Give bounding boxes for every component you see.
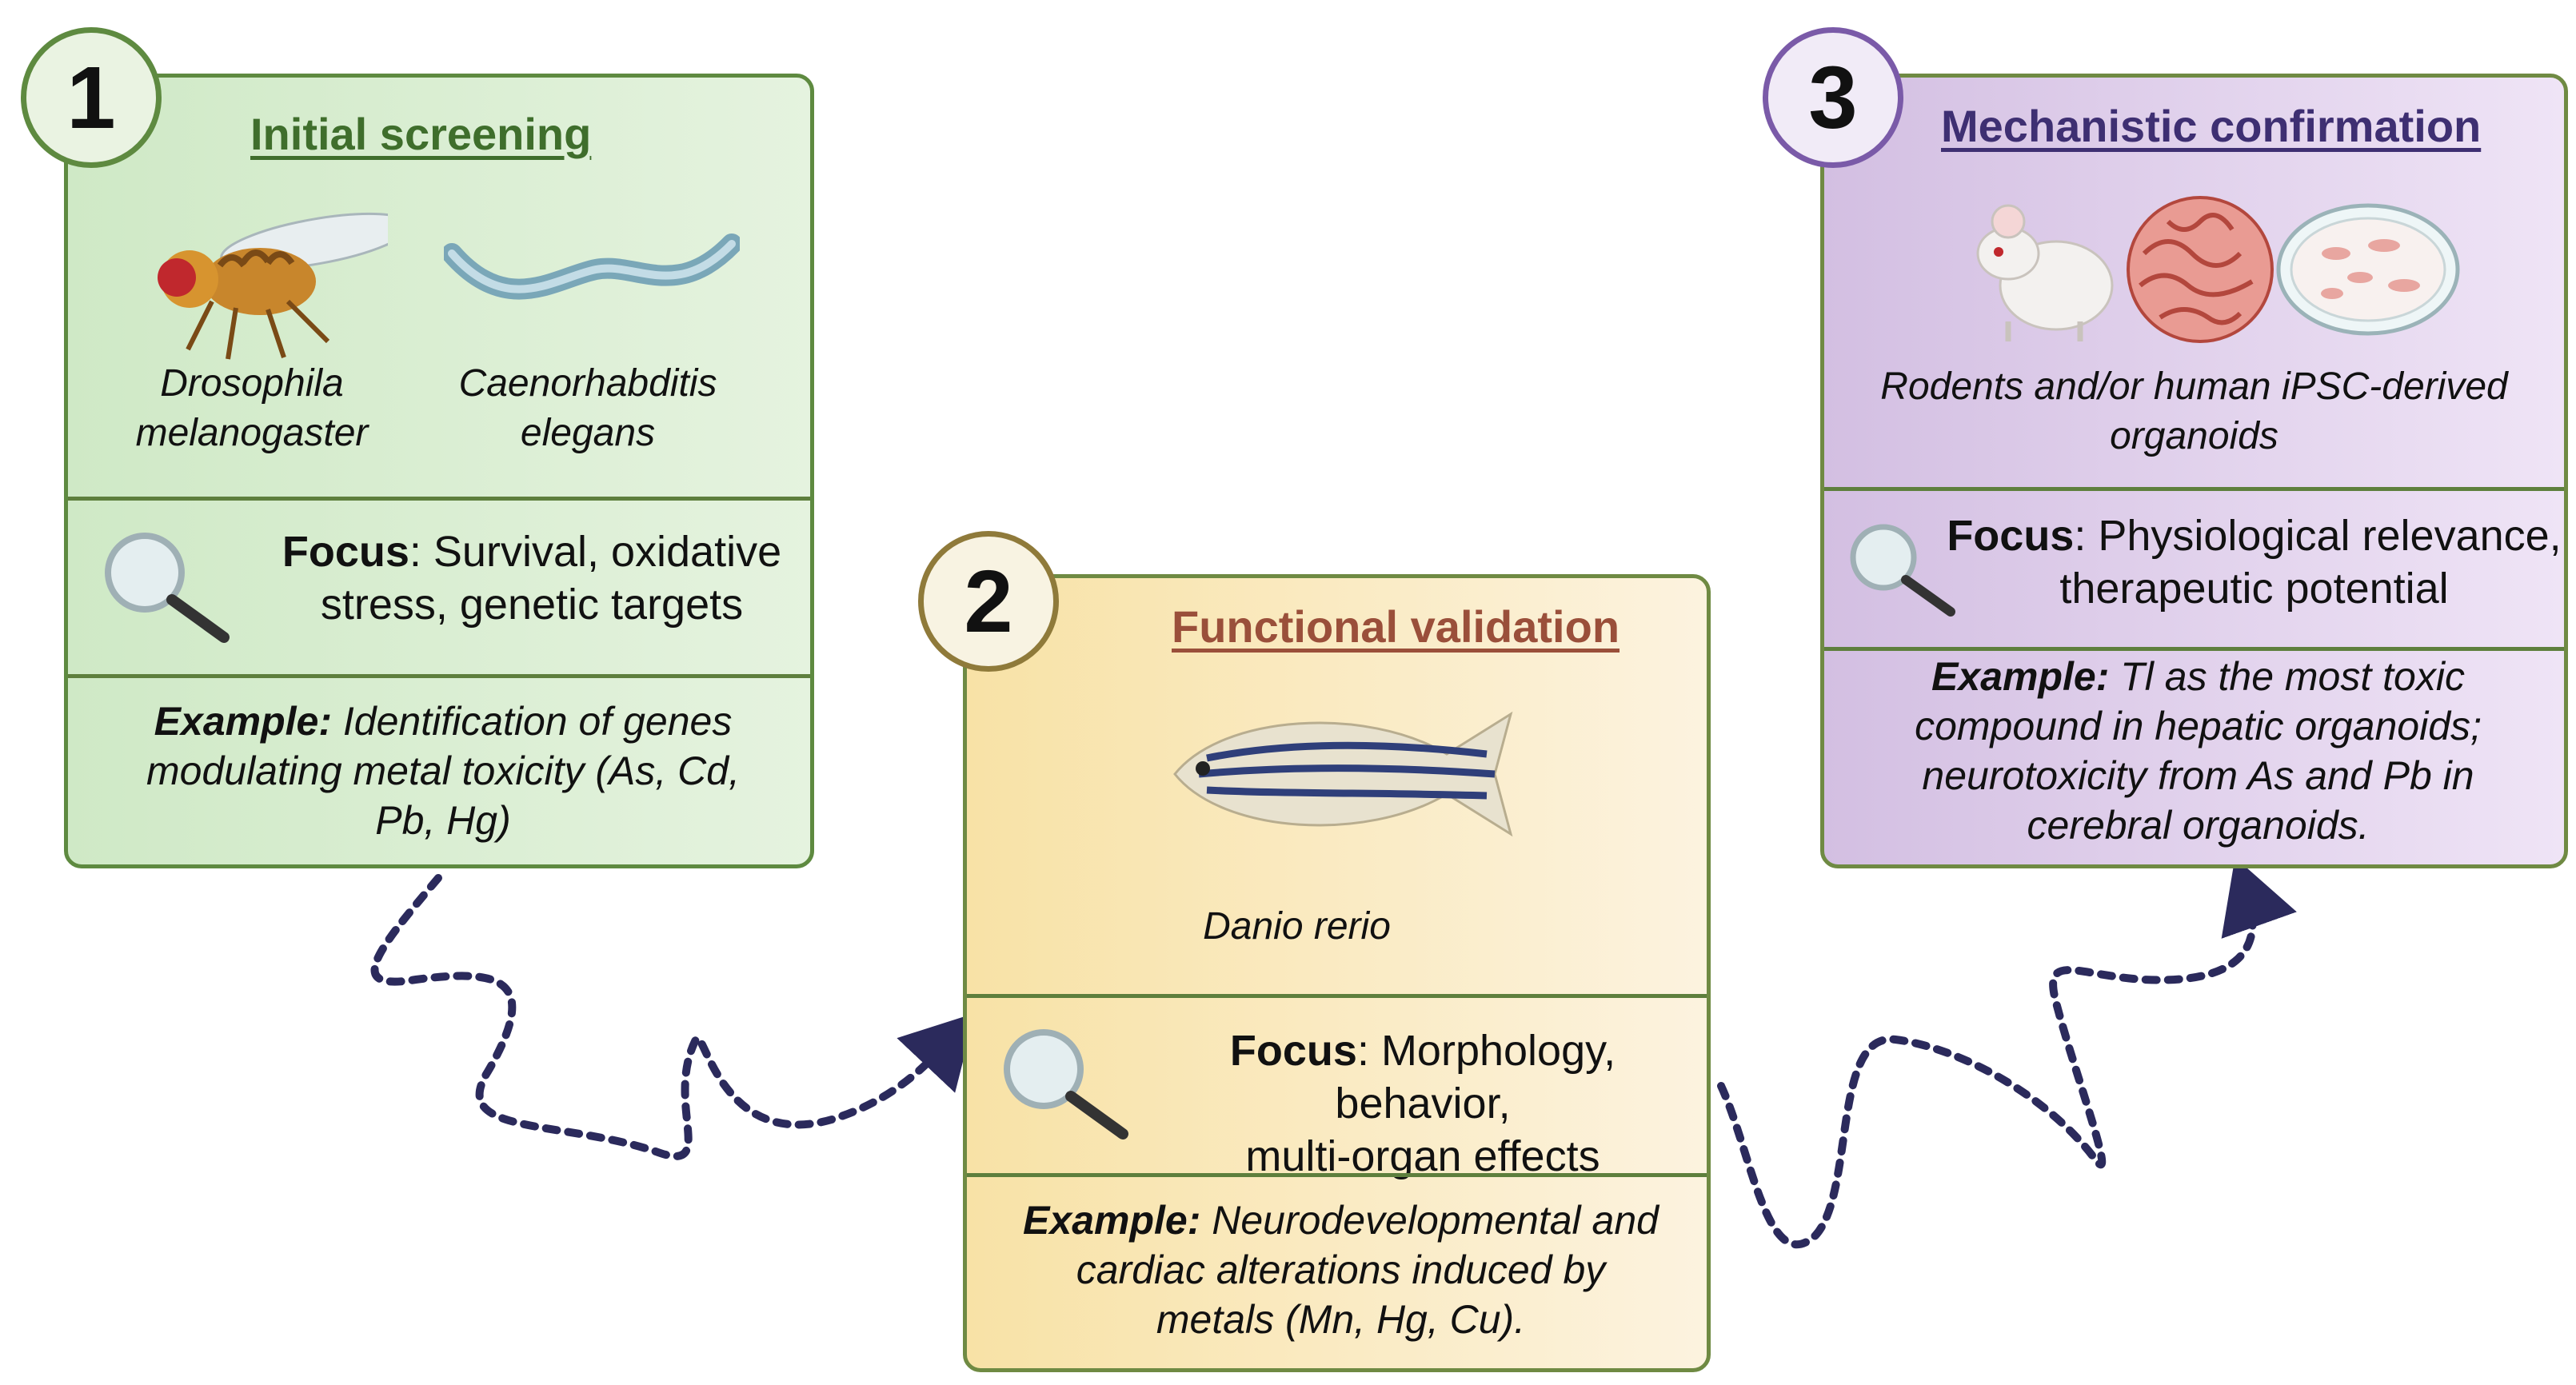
zebrafish-icon: [1173, 711, 1513, 837]
step-title: Mechanistic confirmation: [1941, 101, 2482, 151]
step-title: Initial screening: [250, 109, 592, 159]
arrow-step1-to-step2: [370, 874, 976, 1160]
example-text: Example: Identification of genes modulat…: [146, 699, 740, 843]
focus-text: Focus: Survival, oxidative stress, genet…: [282, 528, 782, 629]
species-name-line: elegans: [520, 412, 656, 454]
section-divider: [967, 1173, 1707, 1177]
step-card-mechanistic-confirmation: Mechanistic confirmation Rodents and/or …: [1820, 74, 2568, 868]
species-name-line: melanogaster: [135, 412, 369, 454]
petri-dish-icon: [2276, 203, 2460, 336]
mouse-icon: [1976, 204, 2114, 341]
species-name-line: Caenorhabditis: [458, 362, 717, 405]
step-number-badge-3: 3: [1763, 27, 1903, 168]
focus-text: Focus: Morphology, behavior, multi-organ…: [1229, 1027, 1616, 1180]
magnifying-glass-icon: [105, 533, 230, 643]
nematode-worm-icon: [444, 233, 740, 300]
brain-organoid-icon: [2127, 196, 2274, 343]
step-title: Functional validation: [1172, 601, 1620, 652]
section-divider: [1824, 487, 2564, 491]
magnifying-glass-icon: [1850, 524, 1955, 617]
step-number-badge-1: 1: [21, 27, 162, 168]
step-number-badge-2: 2: [918, 531, 1059, 672]
fruit-fly-icon: [158, 212, 388, 360]
section-divider: [967, 994, 1707, 998]
section-divider: [1824, 647, 2564, 651]
step-card-functional-validation: Functional validation Danio rerio Focus:…: [963, 574, 1711, 1372]
arrow-step2-to-step3: [1717, 857, 2297, 1249]
section-divider: [68, 497, 810, 501]
species-name-line: Drosophila: [160, 362, 344, 405]
example-text: Example: Tl as the most toxic compound i…: [1915, 654, 2482, 848]
focus-text: Focus: Physiological relevance, therapeu…: [1947, 512, 2562, 613]
example-text: Example: Neurodevelopmental and cardiac …: [1023, 1198, 1659, 1342]
step-card-initial-screening: Initial screening Drosophila melanogaste…: [64, 74, 814, 868]
magnifying-glass-icon: [1004, 1029, 1128, 1140]
species-name: Danio rerio: [1203, 905, 1391, 948]
section-divider: [68, 674, 810, 678]
models-text: Rodents and/or human iPSC-derived organo…: [1880, 365, 2508, 457]
